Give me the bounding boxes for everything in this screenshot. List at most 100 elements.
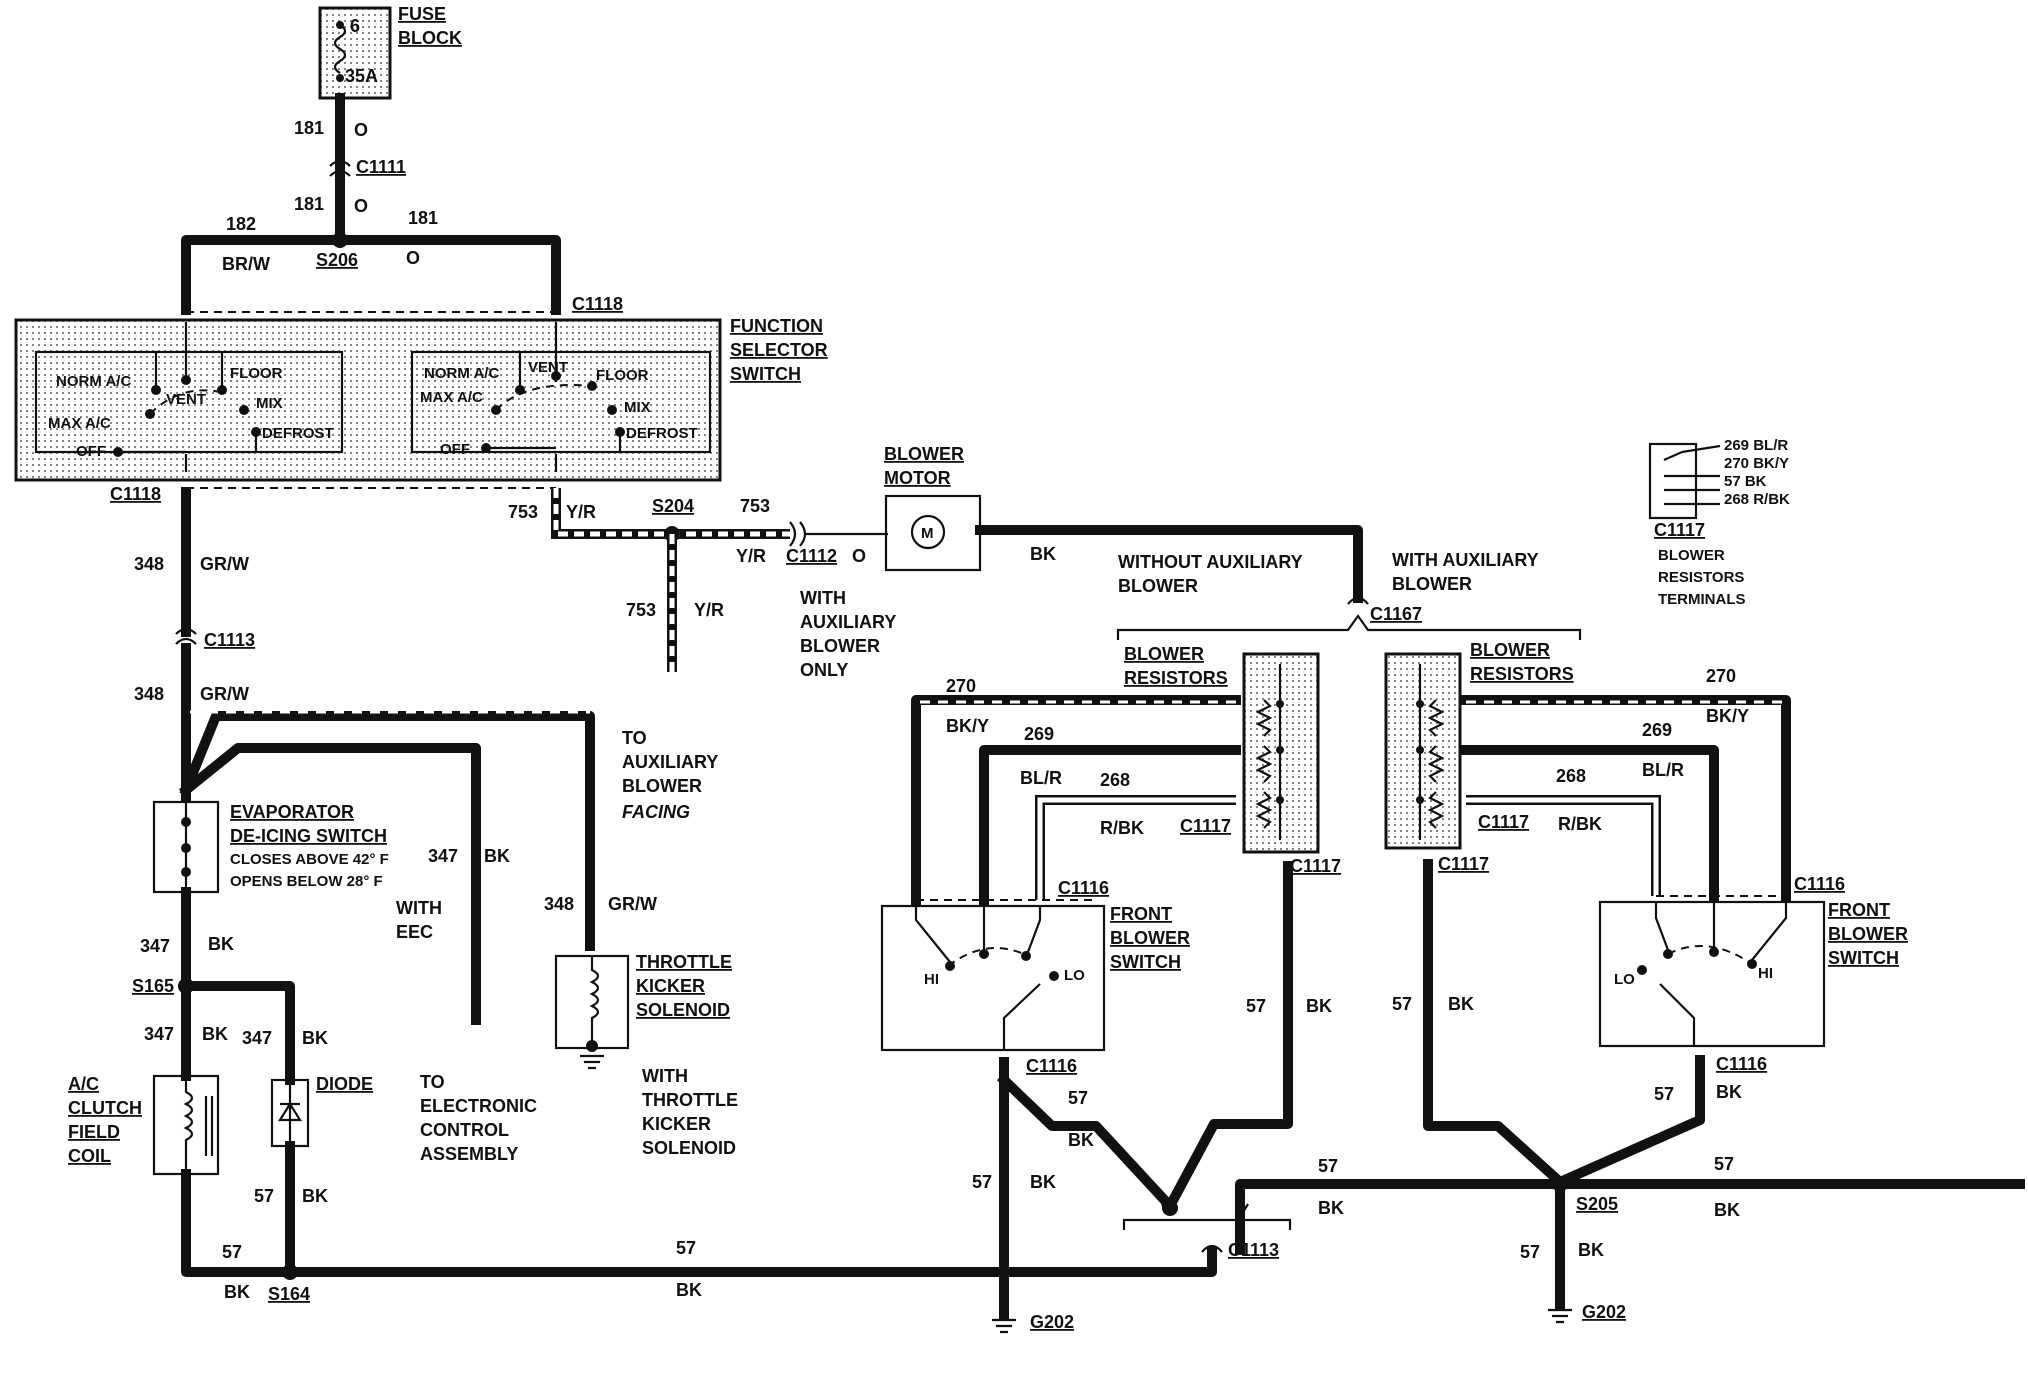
wire-label: 182: [226, 214, 256, 234]
wire-label: 57: [1392, 994, 1412, 1014]
connector-c1117: C1117: [1478, 812, 1529, 832]
connector-c1118-top: C1118: [572, 294, 623, 314]
connector-c1117: C1117: [1438, 854, 1489, 874]
splice-s164: S164: [268, 1284, 310, 1304]
connector-c1112-symbol: [789, 521, 807, 547]
wire-bus-s206: [181, 235, 561, 315]
wire-color: R/BK: [1558, 814, 1602, 834]
aux-note-2: AUXILIARY: [800, 612, 896, 632]
function-switch-title-2: SELECTOR: [730, 340, 828, 360]
wire-269-right: [1461, 745, 1719, 901]
aux-note: WITH: [800, 588, 846, 608]
wire-label: 57: [1068, 1088, 1088, 1108]
legend-pin-270: 270 BK/Y: [1724, 455, 1789, 472]
position-norm-ac-right: NORM A/C: [424, 365, 499, 382]
eca-label-4: ASSEMBLY: [420, 1144, 518, 1164]
position-norm-ac-left: NORM A/C: [56, 373, 131, 390]
switch-left-lo: LO: [1064, 967, 1085, 984]
wire-color: BK: [224, 1282, 250, 1302]
position-vent-left: VENT: [166, 391, 206, 408]
splice-s165-dot: [178, 978, 194, 994]
wire-label: 57: [972, 1172, 992, 1192]
wire-label: 57: [254, 1186, 274, 1206]
wire-label: 347: [428, 846, 458, 866]
wire-color: BK/Y: [946, 716, 989, 736]
splice-s205-dot: [1552, 1176, 1568, 1192]
wire-color: BR/W: [222, 254, 270, 274]
throttle-title-2: KICKER: [636, 976, 705, 996]
fuse-block-title-2: BLOCK: [398, 28, 462, 48]
wire-label: 753: [508, 502, 538, 522]
wire-color: BK: [484, 846, 510, 866]
position-defrost-right: DEFROST: [626, 425, 698, 442]
front-switch-left-title-2: BLOWER: [1110, 928, 1190, 948]
with-eec-label-2: EEC: [396, 922, 433, 942]
wire-label: 57: [1520, 1242, 1540, 1262]
wire-color: BL/R: [1020, 768, 1062, 788]
eca-label: TO: [420, 1072, 445, 1092]
wire-label: 348: [544, 894, 574, 914]
legend-title-3: TERMINALS: [1658, 591, 1746, 608]
front-blower-switch-left: [880, 904, 1106, 1052]
fuse-block-title: FUSE: [398, 4, 446, 24]
motor-symbol: M: [921, 525, 934, 542]
without-aux-label: WITHOUT AUXILIARY: [1118, 552, 1303, 572]
wire-color: BL/R: [1642, 760, 1684, 780]
resistors-right-title: BLOWER: [1470, 640, 1550, 660]
splice-s205: S205: [1576, 1194, 1618, 1214]
wire-color: Y/R: [694, 600, 724, 620]
wire-label: 348: [134, 684, 164, 704]
with-throttle-note-2: THROTTLE: [642, 1090, 738, 1110]
blower-motor-title: BLOWER: [884, 444, 964, 464]
aux-note-4: ONLY: [800, 660, 848, 680]
position-max-ac-right: MAX A/C: [420, 389, 483, 406]
wire-label: 57: [222, 1242, 242, 1262]
with-eec-label: WITH: [396, 898, 442, 918]
position-mix-left: MIX: [256, 395, 283, 412]
wire-color: BK: [202, 1024, 228, 1044]
wire-label: 270: [946, 676, 976, 696]
switch-left-hi: HI: [924, 971, 939, 988]
legend-title: BLOWER: [1658, 547, 1725, 564]
diode-label: DIODE: [316, 1074, 373, 1094]
wire-label: 753: [740, 496, 770, 516]
wire-label: 347: [144, 1024, 174, 1044]
connector-c1116: C1116: [1026, 1056, 1077, 1076]
wire-270-right: [1461, 695, 1791, 901]
wire-color: O: [406, 248, 420, 268]
legend-connector: C1117: [1654, 520, 1705, 540]
clutch-title-3: FIELD: [68, 1122, 120, 1142]
connector-c1118-bottom: C1118: [110, 484, 161, 504]
wire-color: Y/R: [566, 502, 596, 522]
wire-57-left-bus: [996, 1072, 1178, 1214]
wire-color: R/BK: [1100, 818, 1144, 838]
wire-label: 181: [408, 208, 438, 228]
wire-color: BK: [1578, 1240, 1604, 1260]
front-switch-right-title-3: SWITCH: [1828, 948, 1899, 968]
wire-label: 268: [1100, 770, 1130, 790]
function-selector-switch: [14, 318, 722, 482]
front-switch-left-title: FRONT: [1110, 904, 1172, 924]
throttle-title-3: SOLENOID: [636, 1000, 730, 1020]
eca-label-3: CONTROL: [420, 1120, 509, 1140]
connector-c1111-symbol: [329, 159, 351, 177]
wire-label: 57: [1246, 996, 1266, 1016]
wire-color: BK: [676, 1280, 702, 1300]
wire-label: 57: [1714, 1154, 1734, 1174]
with-throttle-note: WITH: [642, 1066, 688, 1086]
wire-color: GR/W: [200, 554, 249, 574]
function-switch-title-3: SWITCH: [730, 364, 801, 384]
wire-color: BK: [1030, 544, 1056, 564]
position-max-ac-left: MAX A/C: [48, 415, 111, 432]
wire-label: 269: [1024, 724, 1054, 744]
function-switch-title: FUNCTION: [730, 316, 823, 336]
position-floor-right: FLOOR: [596, 367, 649, 384]
wire-color: BK: [1306, 996, 1332, 1016]
front-blower-switch-right: [1598, 900, 1826, 1048]
connector-c1116: C1116: [1058, 878, 1109, 898]
resistors-right-title-2: RESISTORS: [1470, 664, 1574, 684]
legend-pin-57: 57 BK: [1724, 473, 1767, 490]
evaporator-note-2: OPENS BELOW 28° F: [230, 873, 383, 890]
wire-label: 270: [1706, 666, 1736, 686]
connector-c1167-symbol: [1347, 596, 1369, 605]
